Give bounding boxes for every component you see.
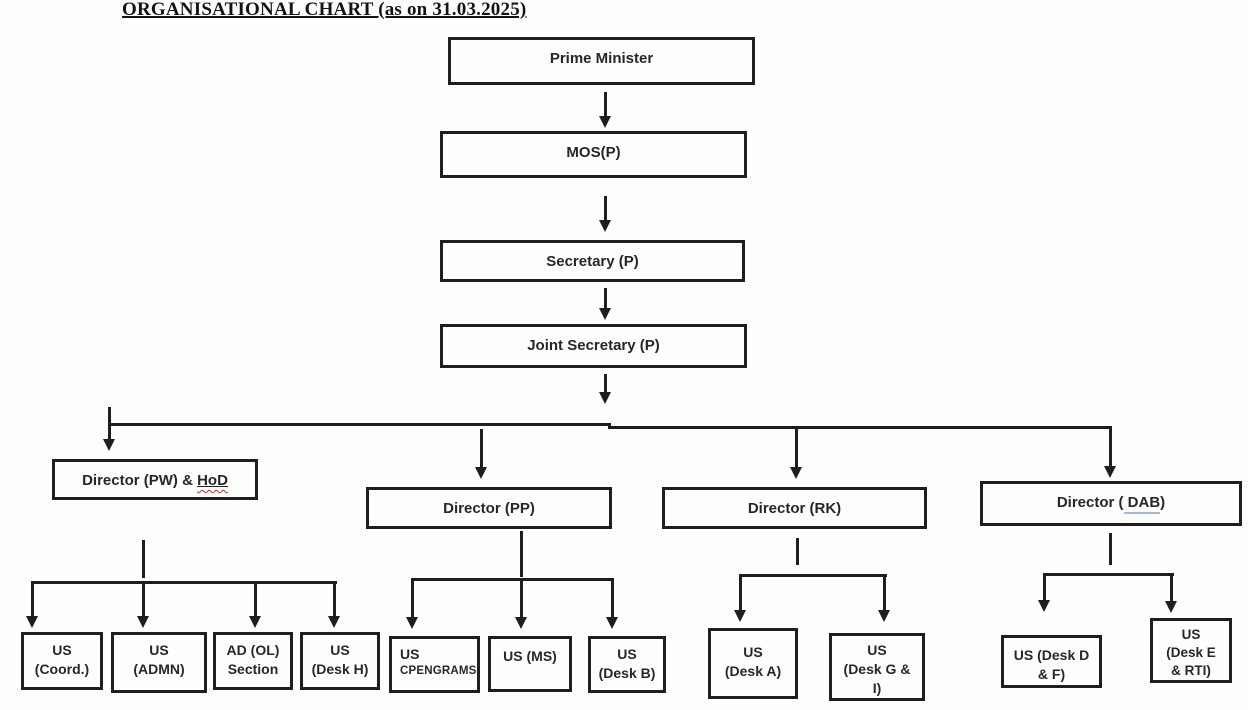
box-us-desk-gi: US (Desk G & I)	[829, 633, 925, 701]
box-ad-ol-section: AD (OL) Section	[213, 632, 293, 690]
us-desk-gi-line1: US	[867, 642, 887, 658]
arrow-to-director-rk	[790, 429, 802, 479]
us-coord-line2: (Coord.)	[34, 660, 90, 677]
box-director-pw-label: Director (PW) &	[82, 472, 198, 489]
arrow-to-us-desk-gi	[878, 577, 890, 622]
box-prime-minister: Prime Minister	[448, 37, 755, 85]
box-director-pw-hod: Director (PW) & HoD	[52, 459, 258, 500]
arrow-to-director-pw	[103, 407, 115, 451]
group-line-pp	[411, 578, 614, 581]
stub-rk-group	[796, 538, 799, 565]
arrow-to-director-dab	[1104, 429, 1116, 478]
group-line-rk	[739, 574, 887, 577]
box-us-desk-df: US (Desk D & F)	[1001, 635, 1102, 688]
us-desk-erti-line2: (Desk E	[1166, 645, 1216, 661]
box-director-pp: Director (PP)	[366, 487, 612, 529]
arrow-to-us-desk-erti	[1165, 576, 1177, 613]
box-director-rk-label: Director (RK)	[747, 500, 842, 517]
arrow-to-us-desk-df	[1038, 576, 1050, 612]
hod-underline: HoD	[197, 472, 228, 489]
arrow-to-us-desk-h	[328, 584, 340, 628]
arrow-to-us-ms	[515, 581, 527, 629]
box-secretary-p-label: Secretary (P)	[546, 253, 639, 270]
box-joint-secretary-p: Joint Secretary (P)	[440, 324, 747, 368]
box-director-pp-label: Director (PP)	[443, 500, 535, 517]
us-desk-h-line1: US	[330, 642, 350, 658]
us-desk-h-line2: (Desk H)	[311, 660, 369, 677]
arrow-to-us-desk-a	[734, 577, 746, 622]
us-desk-gi-line2: (Desk G &	[843, 660, 911, 677]
chart-title: ORGANISATIONAL CHART (as on 31.03.2025)	[122, 0, 527, 20]
hod-squiggle-text: HoD	[197, 472, 228, 489]
arrow-pm-to-mos	[599, 92, 611, 128]
us-cpengrams-line2: CPENGRAMS	[400, 664, 477, 677]
us-desk-b-line2: (Desk B)	[598, 664, 656, 681]
ad-ol-line2: Section	[227, 660, 279, 677]
stub-pp-group	[520, 531, 523, 577]
arrow-to-us-desk-b	[606, 581, 618, 629]
arrow-to-us-admn	[137, 584, 149, 628]
us-desk-df-line1: US (Desk D	[1013, 647, 1090, 663]
arrow-to-director-pp	[475, 429, 487, 479]
box-us-admn: US (ADMN)	[111, 632, 207, 693]
arrow-to-us-coord	[26, 584, 38, 628]
arrow-js-to-branch	[599, 374, 611, 404]
us-admn-line1: US	[149, 642, 169, 658]
stub-dab-group	[1109, 533, 1112, 565]
group-line-dab	[1043, 573, 1174, 576]
box-us-desk-b: US (Desk B)	[588, 636, 666, 693]
box-secretary-p: Secretary (P)	[440, 240, 745, 282]
box-director-dab-suffix: )	[1160, 494, 1166, 511]
us-ms-line1: US (MS)	[503, 648, 557, 664]
box-mos-p-label: MOS(P)	[566, 144, 621, 161]
us-coord-line1: US	[52, 642, 72, 658]
box-us-coord: US (Coord.)	[21, 632, 103, 690]
box-director-dab: Director ( DAB)	[980, 481, 1242, 526]
us-desk-erti-line1: US	[1181, 627, 1201, 642]
us-desk-df-line2: & F)	[1037, 665, 1066, 682]
arrow-to-ad-ol	[249, 584, 261, 628]
box-us-ms: US (MS)	[488, 636, 572, 692]
box-us-cpengrams: US CPENGRAMS	[389, 636, 480, 693]
arrow-secretary-to-js	[599, 288, 611, 320]
box-us-desk-h: US (Desk H)	[300, 632, 380, 690]
us-desk-erti-line3: & RTI)	[1171, 663, 1211, 679]
arrow-mos-to-secretary	[599, 196, 611, 232]
box-us-desk-erti: US (Desk E & RTI)	[1150, 618, 1232, 683]
box-joint-secretary-p-label: Joint Secretary (P)	[527, 337, 660, 354]
us-cpengrams-line1: US	[400, 646, 420, 662]
us-desk-gi-line3: I)	[872, 679, 882, 696]
box-prime-minister-label: Prime Minister	[549, 50, 654, 67]
ad-ol-line1: AD (OL)	[226, 642, 280, 658]
us-admn-line2: (ADMN)	[133, 660, 185, 677]
arrow-to-us-cpengrams	[406, 581, 418, 629]
branch-line-right	[608, 426, 1112, 429]
box-director-dab-prefix: Director (	[1056, 494, 1124, 511]
dab-underline-text: DAB	[1123, 494, 1161, 514]
branch-line-left	[110, 423, 611, 426]
us-desk-a-line1: US	[743, 644, 763, 660]
stub-pw-group	[142, 540, 145, 578]
group-line-pw	[31, 581, 337, 584]
box-director-rk: Director (RK)	[662, 487, 927, 529]
us-desk-b-line1: US	[617, 646, 637, 662]
box-mos-p: MOS(P)	[440, 131, 747, 178]
box-us-desk-a: US (Desk A)	[708, 628, 798, 699]
us-desk-a-line2: (Desk A)	[724, 662, 782, 679]
